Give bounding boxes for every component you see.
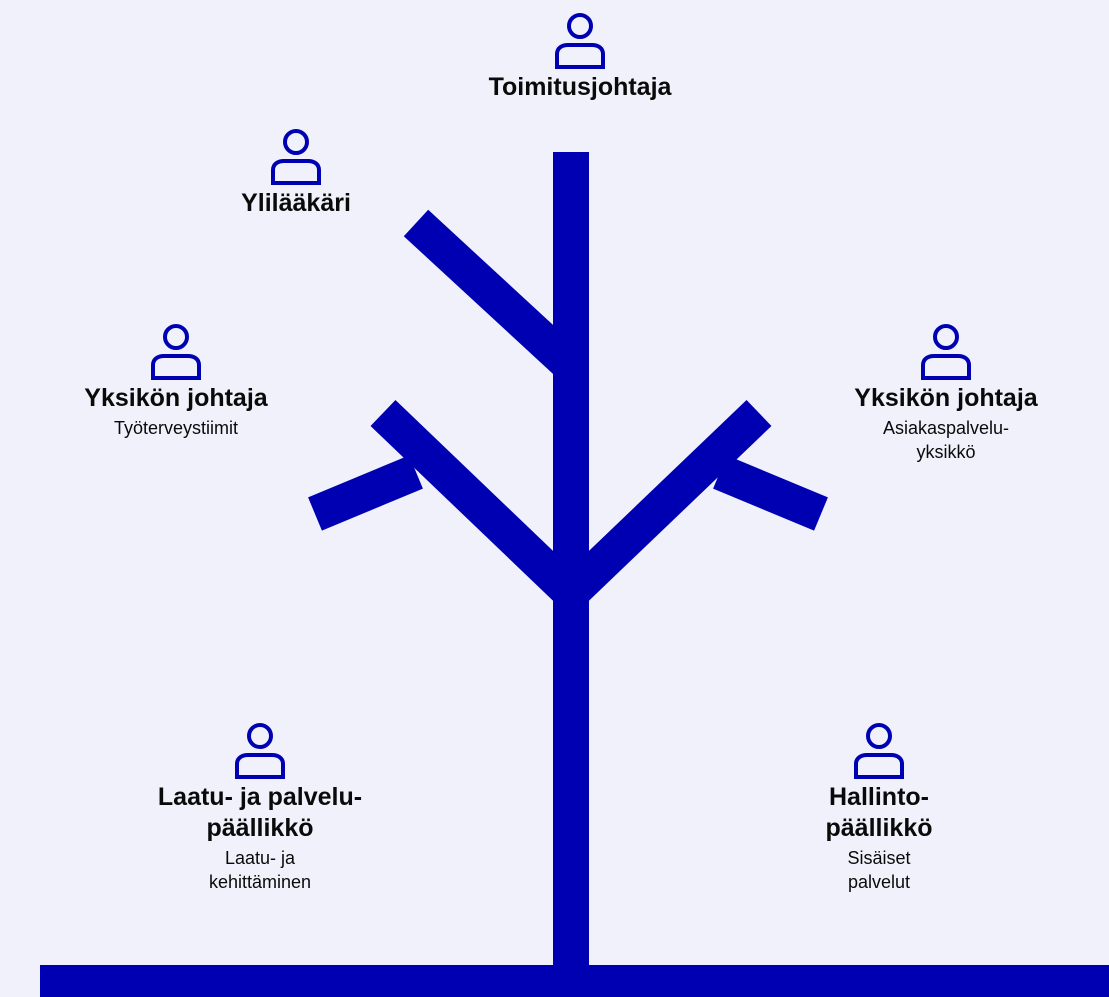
node-unit: Laatu- ja kehittäminen: [208, 848, 312, 892]
twig-right: [713, 455, 828, 531]
person-icon: [151, 324, 201, 380]
person-icon: [271, 129, 321, 185]
person-icon: [854, 723, 904, 779]
node-role: Toimitusjohtaja: [488, 73, 672, 101]
person-icon: [555, 13, 605, 69]
node-unit: Sisäiset palvelut: [847, 848, 911, 892]
branch-middle-left: [370, 399, 584, 607]
node-role: Ylilääkäri: [241, 189, 351, 217]
node-chief-physician: Ylilääkäri: [136, 128, 456, 219]
node-role: Laatu- ja palvelu- päällikkö: [157, 783, 363, 842]
node-role: Yksikön johtaja: [84, 384, 268, 412]
node-unit-head-left: Yksikön johtaja Työterveystiimit: [16, 323, 336, 440]
ground-bar: [40, 965, 1109, 997]
branch-middle-right: [558, 399, 772, 607]
person-icon: [921, 324, 971, 380]
person-icon: [235, 723, 285, 779]
node-ceo: Toimitusjohtaja: [420, 12, 740, 103]
twig-left: [308, 455, 423, 531]
node-role: Yksikön johtaja: [854, 384, 1038, 412]
node-unit: Asiakaspalvelu- yksikkö: [882, 418, 1010, 462]
node-unit: Työterveystiimit: [113, 418, 239, 438]
node-unit-head-right: Yksikön johtaja Asiakaspalvelu- yksikkö: [786, 323, 1106, 464]
node-quality-manager: Laatu- ja palvelu- päällikkö Laatu- ja k…: [100, 722, 420, 894]
node-admin-manager: Hallinto- päällikkö Sisäiset palvelut: [719, 722, 1039, 894]
node-role: Hallinto- päällikkö: [825, 783, 933, 842]
branch-upper-left: [403, 209, 584, 380]
